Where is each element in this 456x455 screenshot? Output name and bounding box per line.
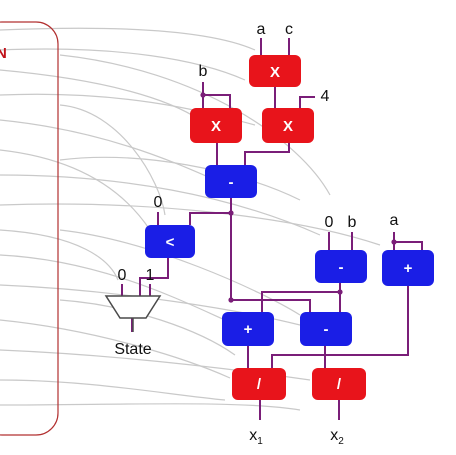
multiply-4-symbol: X (283, 118, 293, 135)
input-four: 4 (321, 88, 330, 105)
compare-node: < (145, 225, 195, 258)
mux-input-0: 0 (118, 267, 127, 284)
subtract-discriminant-node: - (205, 165, 257, 198)
data-wires (121, 38, 423, 420)
input-c-top: c (285, 21, 293, 38)
input-zero-sub: 0 (325, 214, 334, 231)
multiply-b-symbol: X (211, 118, 221, 135)
output-x2: x2 (330, 427, 344, 447)
output-x2-base: x (330, 427, 338, 444)
input-zero-compare: 0 (154, 194, 163, 211)
add-2a-node: + (382, 250, 434, 286)
mux-input-1: 1 (146, 267, 155, 284)
multiply-b-node: X (190, 108, 242, 143)
input-b-sub: b (348, 214, 357, 231)
divide-x2-symbol: / (337, 376, 342, 393)
multiply-ac-node: X (249, 55, 301, 87)
output-x1-subscript: 1 (257, 436, 263, 447)
output-x1: x1 (249, 427, 263, 447)
multiply-ac-symbol: X (270, 64, 280, 81)
subtract-discriminant-symbol: - (229, 174, 234, 191)
multiply-4-node: X (262, 108, 314, 143)
subtract-numerator-node: - (300, 312, 352, 346)
add-2a-symbol: + (404, 260, 413, 277)
output-x1-base: x (249, 427, 257, 444)
multiplexer (104, 295, 162, 319)
divide-x1-symbol: / (257, 376, 262, 393)
controller-label-fragment: N (0, 45, 7, 62)
compare-symbol: < (166, 234, 175, 251)
subtract-neg-b-symbol: - (339, 259, 344, 276)
add-numerator-node: + (222, 312, 274, 346)
wire-junctions (200, 92, 397, 303)
input-a-add: a (390, 212, 399, 229)
state-label: State (114, 341, 151, 358)
divide-x1-node: / (232, 368, 286, 400)
subtract-neg-b-node: - (315, 250, 367, 283)
divide-x2-node: / (312, 368, 366, 400)
add-numerator-symbol: + (244, 321, 253, 338)
controller-box (0, 21, 59, 436)
output-x2-subscript: 2 (338, 436, 344, 447)
input-a-top: a (257, 21, 266, 38)
input-b-top: b (199, 63, 208, 80)
subtract-numerator-symbol: - (324, 321, 329, 338)
